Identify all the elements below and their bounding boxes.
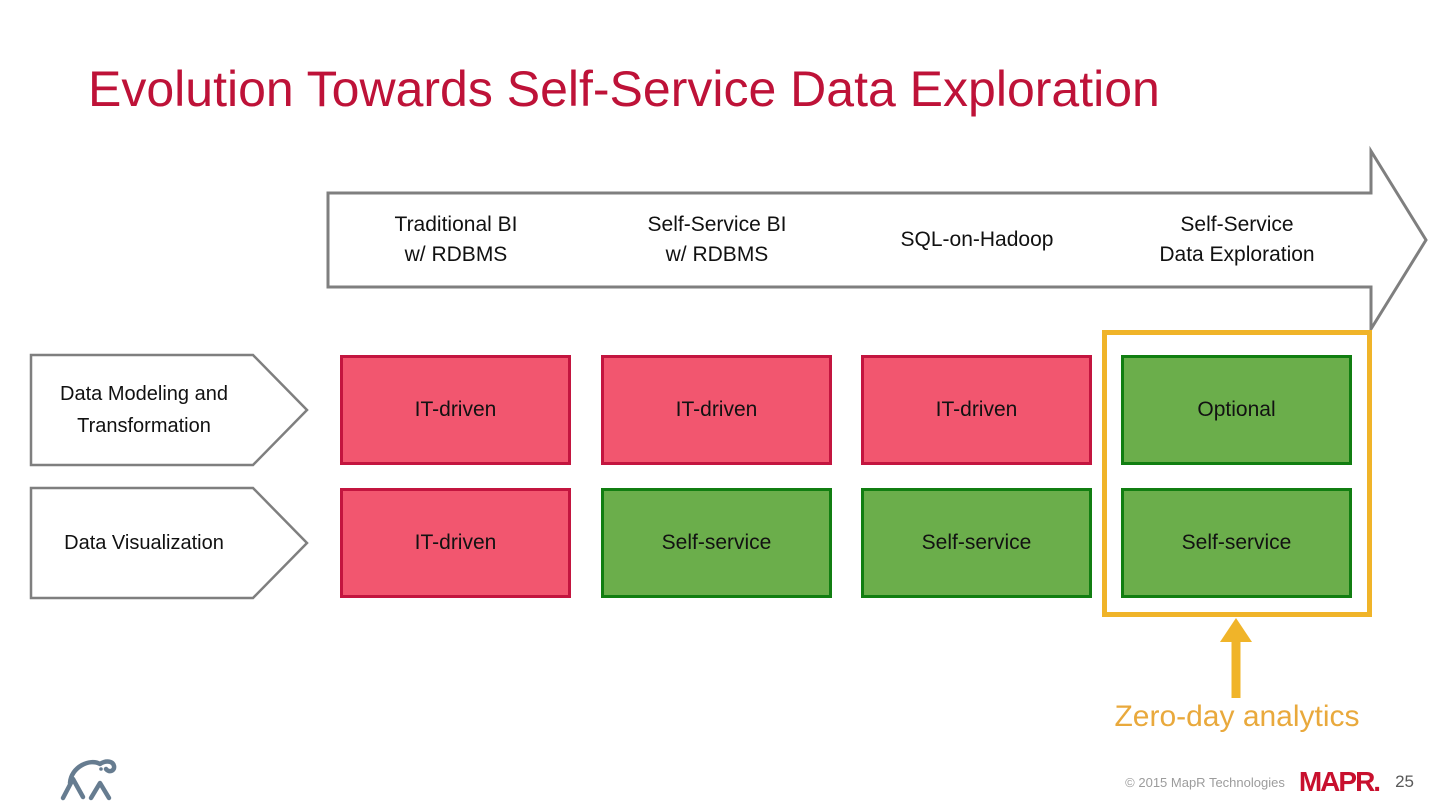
matrix-cell: Self-service: [861, 488, 1092, 598]
timeline-column-self-service-bi: Self-Service BI w/ RDBMS: [647, 212, 787, 266]
timeline-column-sql-on-hadoop: SQL-on-Hadoop: [900, 227, 1054, 251]
zero-day-arrow-icon: [1220, 618, 1252, 698]
page-title: Evolution Towards Self-Service Data Expl…: [88, 61, 1160, 117]
row-label-data-visualization: Data Visualization: [64, 532, 224, 554]
matrix-cell: IT-driven: [601, 355, 832, 465]
mapr-logo: MAPR.: [1299, 768, 1381, 796]
matrix-cell: Self-service: [601, 488, 832, 598]
row-label-data-modeling: Data Modeling and Transformation: [60, 383, 228, 437]
elephant-logo-icon: [60, 759, 117, 801]
timeline-column-traditional-bi: Traditional BI w/ RDBMS: [394, 212, 518, 266]
timeline-column-data-exploration: Self-Service Data Exploration: [1159, 212, 1315, 266]
matrix-cell: IT-driven: [340, 355, 571, 465]
copyright-text: © 2015 MapR Technologies: [1125, 774, 1285, 790]
matrix-cell: Optional: [1121, 355, 1352, 465]
mapr-logo-dot: .: [1373, 766, 1382, 797]
mapr-logo-text: MAPR: [1298, 766, 1375, 797]
zero-day-annotation: Zero-day analytics: [1114, 700, 1360, 733]
page-number: 25: [1395, 772, 1414, 791]
zero-day-highlight-box: [1102, 330, 1372, 617]
matrix-cell: IT-driven: [861, 355, 1092, 465]
footer: © 2015 MapR Technologies MAPR. 25: [1125, 768, 1414, 796]
matrix-cell: IT-driven: [340, 488, 571, 598]
matrix-cell: Self-service: [1121, 488, 1352, 598]
